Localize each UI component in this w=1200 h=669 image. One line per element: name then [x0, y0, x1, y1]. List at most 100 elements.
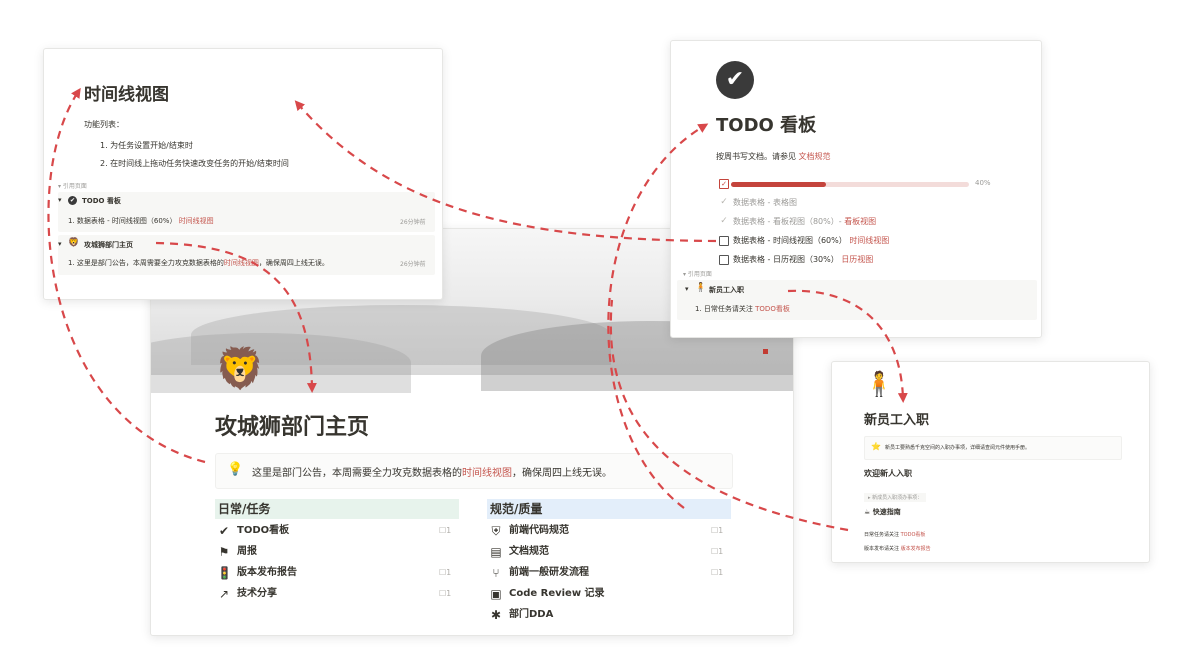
todo-backlink-title: 新员工入职 — [709, 286, 744, 294]
feature-list-intro: 功能列表： — [84, 120, 124, 129]
backlink-block-home[interactable]: ▾ 🦁 攻城狮部门主页 1. 这里是部门公告，本周需要全力攻克数据表格的时间线视… — [58, 235, 435, 275]
progress-fill — [731, 182, 827, 187]
onboard-section-heading: 欢迎新人入职 — [864, 469, 912, 478]
onboard-toggle[interactable]: ▸ 新成员入职须办事项： — [864, 493, 927, 502]
page-emoji-icon: 🦁 — [215, 346, 265, 392]
progress-checkbox[interactable]: ✓ — [719, 179, 729, 189]
onboard-line-2: 版本发布请关注 — [864, 546, 900, 552]
bug-icon: ✱ — [490, 608, 502, 622]
page-link-col2-0[interactable]: ⛨ 前端代码规范 ☐1 — [489, 521, 727, 541]
todo-page-title: TODO 看板 — [716, 115, 817, 136]
onboard-link-release[interactable]: 版本发布报告 — [900, 546, 931, 552]
check-circle-icon: ✔ — [716, 61, 754, 99]
onboard-page-title: 新员工入职 — [864, 413, 930, 428]
column-heading-daily: 日常/任务 — [215, 499, 459, 519]
page-link-col2-3[interactable]: ▣ Code Review 记录 — [489, 584, 727, 604]
page-link-label: 周报 — [237, 546, 257, 557]
announcement-callout: 💡 这里是部门公告，本周需要全力攻克数据表格的时间线视图，确保周四上线无误。 — [215, 453, 733, 489]
lightbulb-icon: 💡 — [227, 462, 244, 477]
timeline-page-title: 时间线视图 — [84, 85, 169, 105]
comment-count: ☐1 — [439, 568, 452, 577]
flag-icon: ⚑ — [218, 545, 230, 559]
traffic-light-icon: 🚦 — [217, 566, 232, 580]
comment-count: ☐1 — [711, 547, 724, 556]
backlink-title-home: 攻城狮部门主页 — [84, 241, 133, 249]
page-link-col2-2[interactable]: ⑂ 前端一般研发流程 ☐1 — [489, 563, 727, 583]
page-link-col2-1[interactable]: ▤ 文档规范 ☐1 — [489, 542, 727, 562]
comment-count: ☐1 — [711, 526, 724, 535]
todo-item-0: 数据表格 - 表格图 — [733, 198, 797, 207]
branch-icon: ⑂ — [492, 566, 500, 580]
person-icon: 🧍 — [695, 283, 707, 293]
feature-item-2: 2. 在时间线上拖动任务快速改变任务的开始/结束时间 — [100, 159, 289, 168]
feature-item-1: 1. 为任务设置开始/结束时 — [100, 141, 193, 150]
todo-item-1: 数据表格 - 看板视图（80%）- 看板视图 — [733, 217, 877, 226]
page-link-label: 技术分享 — [237, 588, 277, 599]
check-circle-icon: ▾ — [58, 196, 62, 204]
comment-count: ☐1 — [439, 526, 452, 535]
onboard-line-1: 日常任务请关注 — [864, 532, 900, 538]
backlink-time-todo: 26分钟前 — [400, 219, 426, 226]
onboard-callout: ⭐ 新员工要熟悉千克空间的入职办事项，详细请查阅元件使用手册。 — [864, 436, 1122, 460]
page-link-label: Code Review 记录 — [509, 588, 605, 599]
share-icon: ↗ — [218, 587, 230, 601]
red-seal — [763, 349, 768, 354]
document-icon: ▤ — [490, 545, 502, 559]
todo-item-link[interactable]: 时间线视图 — [849, 236, 890, 245]
todo-backlink-line: 1. 日常任务请关注 — [695, 305, 753, 313]
backlink-link-home[interactable]: 时间线视图 — [223, 259, 259, 267]
comment-icon: ☐ — [439, 589, 447, 598]
backlink-time-home: 26分钟前 — [400, 261, 426, 268]
comment-count: ☐1 — [439, 589, 452, 598]
todo-note-link[interactable]: 文档规范 — [798, 152, 831, 161]
todo-backlink-link[interactable]: TODO看板 — [755, 305, 790, 313]
todo-item-3: 数据表格 - 日历视图（30%） 日历视图 — [733, 255, 874, 264]
guide-heading: ☕ 快速指南 — [864, 508, 901, 516]
callout-suffix: ，确保周四上线无误。 — [512, 468, 612, 479]
page-link-label: 前端一般研发流程 — [509, 567, 589, 578]
callout-link[interactable]: 时间线视图 — [462, 468, 512, 479]
page-link-label: 版本发布报告 — [237, 567, 297, 578]
column-heading-standards: 规范/质量 — [487, 499, 731, 519]
todo-board-page-card: ✔ TODO 看板 按周书写文档。请参见 文档规范 ✓ 40% ✓数据表格 - … — [670, 40, 1042, 338]
backlink-title-todo: TODO 看板 — [82, 197, 121, 205]
backlink-link-todo[interactable]: 时间线视图 — [178, 217, 214, 225]
page-title: 攻城狮部门主页 — [215, 415, 370, 440]
onboard-callout-text: 新员工要熟悉千克空间的入职办事项，详细请查阅元件使用手册。 — [885, 445, 1031, 451]
backlink-line-todo: 1. 数据表格 - 时间线视图（60%） — [68, 217, 177, 225]
backlinks-label[interactable]: ▾ 引用页面 — [58, 183, 87, 190]
todo-backlink-block[interactable]: ▾ 🧍 新员工入职 1. 日常任务请关注 TODO看板 — [677, 280, 1037, 320]
html5-icon: ⛨ — [491, 524, 501, 538]
monitor-icon: ▣ — [490, 587, 502, 601]
todo-checkbox[interactable] — [719, 236, 729, 246]
todo-item-link[interactable]: 看板视图 — [844, 217, 877, 226]
comment-count: ☐1 — [711, 568, 724, 577]
page-link-label: 文档规范 — [509, 546, 549, 557]
progress-label: 40% — [975, 179, 991, 187]
lion-icon: 🦁 — [68, 238, 80, 248]
page-link-col1-3[interactable]: ↗ 技术分享 ☐1 — [217, 584, 455, 604]
page-link-label: 前端代码规范 — [509, 525, 569, 536]
page-link-col2-4[interactable]: ✱ 部门DDA — [489, 605, 727, 625]
todo-backlinks-label[interactable]: ▾ 引用页面 — [683, 271, 712, 278]
progress-track — [731, 182, 969, 187]
todo-checkbox[interactable] — [719, 255, 729, 265]
check-circle-icon: ✔ — [218, 524, 230, 538]
comment-icon: ☐ — [711, 547, 719, 556]
page-link-col1-1[interactable]: ⚑ 周报 — [217, 542, 455, 562]
timeline-view-page-card: 时间线视图 功能列表： 1. 为任务设置开始/结束时 2. 在时间线上拖动任务快… — [43, 48, 443, 300]
done-check-icon[interactable]: ✓ — [720, 197, 728, 207]
done-check-icon[interactable]: ✓ — [720, 216, 728, 226]
comment-icon: ☐ — [711, 568, 719, 577]
backlink-block-todo[interactable]: ▾ ✔ TODO 看板 1. 数据表格 - 时间线视图（60%） 时间线视图 2… — [58, 192, 435, 232]
page-link-col1-2[interactable]: 🚦 版本发布报告 ☐1 — [217, 563, 455, 583]
person-icon: 🧍 — [864, 370, 894, 398]
callout-text: 这里是部门公告，本周需要全力攻克数据表格的 — [252, 468, 462, 479]
page-link-label: 部门DDA — [509, 609, 554, 620]
onboard-link-todo[interactable]: TODO看板 — [900, 532, 926, 538]
page-link-col1-0[interactable]: ✔ TODO看板 ☐1 — [217, 521, 455, 541]
page-link-label: TODO看板 — [237, 525, 290, 536]
onboarding-page-card: 🧍 新员工入职 ⭐ 新员工要熟悉千克空间的入职办事项，详细请查阅元件使用手册。 … — [831, 361, 1150, 563]
todo-item-link[interactable]: 日历视图 — [841, 255, 874, 264]
star-icon: ⭐ — [871, 442, 881, 451]
